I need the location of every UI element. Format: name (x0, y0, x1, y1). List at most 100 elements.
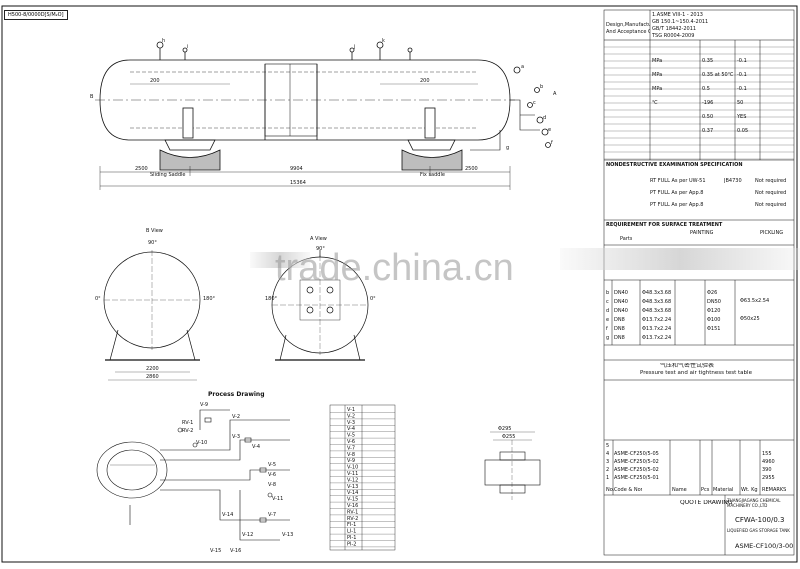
nozzle-top-4 (376, 41, 384, 49)
nde-title: NONDESTRUCTIVE EXAMINATION SPECIFICATION (606, 162, 743, 168)
nozzle-row-id: e (606, 317, 610, 323)
drawing-description: LIQUEFIED GAS STORAGE TANK (727, 528, 790, 533)
nozzle-label-i: i (187, 44, 188, 50)
saddle-left (164, 139, 216, 151)
valve-table-row: V-8 (347, 452, 355, 458)
view-mark-a: A (553, 91, 557, 97)
nozzle-label-k: k (382, 38, 385, 44)
nozzle-row-flange: Φ26 (707, 290, 718, 296)
nozzle-right-value: Φ63.5x2.54 (740, 298, 770, 304)
valve-table-row: V-1 (347, 407, 355, 413)
process-valve-label: V-2 (232, 414, 240, 420)
model-number: CFWA-100/0.3 (735, 516, 785, 524)
process-valve-label: RV-1 (182, 420, 193, 426)
process-valve-label: V-6 (268, 472, 276, 478)
nozzle-row-dn: DN8 (614, 326, 625, 332)
a-view (271, 250, 369, 361)
process-valve-label: V-14 (222, 512, 233, 518)
nozzle-row-size: Φ48.3x3.68 (642, 308, 672, 314)
valve-table-row: V-2 (347, 413, 355, 419)
b-view-angle-right: 180° (203, 296, 216, 302)
spec-value-1: 0.35 (702, 58, 714, 64)
nozzle-label-c: c (533, 100, 536, 106)
saddle-left-label: Sliding Saddle (150, 172, 186, 178)
spec-value-2: -0.1 (737, 86, 747, 92)
saddle-right-post (424, 107, 436, 139)
dim-2500-left: 2500 (135, 166, 148, 172)
spec-value-2: YES (737, 114, 747, 120)
nozzle-row-id: d (606, 308, 610, 314)
spec-header-2: GB 150.1~150.4-2011 (652, 19, 709, 25)
nozzle-row-id: g (606, 335, 610, 341)
parts-row-no: 4 (606, 451, 610, 457)
process-tank (96, 441, 168, 499)
flange-detail (484, 431, 541, 500)
spec-unit: ℃ (652, 100, 658, 106)
dim-total: 15364 (290, 180, 306, 186)
flange-body (484, 459, 541, 486)
parts-row-weight: 390 (762, 467, 772, 473)
nde-status: Not required (755, 190, 787, 196)
drawing-number: ASME-CF100/3-00 (735, 542, 794, 550)
valve-table-row: V-10 (347, 465, 358, 471)
parts-row-weight: 2955 (762, 475, 775, 481)
saddle-right-label: Fix saddle (420, 172, 445, 178)
process-valve-label: V-10 (196, 440, 207, 446)
valve-table-row: V-13 (347, 484, 358, 490)
nozzle-row-flange: Φ100 (707, 317, 721, 323)
flange-dim-1: Φ295 (498, 426, 511, 432)
valve-table-row: V-7 (347, 445, 355, 451)
b-view (103, 250, 201, 381)
nozzle-label-e: e (548, 127, 551, 133)
spec-value-1: -196 (702, 100, 714, 106)
saddle-right (407, 139, 456, 151)
valve-table-row: V-6 (347, 439, 355, 445)
saddle-left-post (182, 107, 194, 139)
nozzle-row-dn: DN8 (614, 335, 625, 341)
a-view-angle-left: 180° (265, 296, 278, 302)
foundation-left (159, 149, 221, 171)
nozzle-row-dn: DN8 (614, 317, 625, 323)
view-mark-b: B (90, 94, 94, 100)
quote-drawing-label: QUOTE DRAWING (680, 500, 733, 506)
spec-header-1: 1.ASME VIII-1 - 2013 (652, 12, 703, 18)
process-diagram (96, 409, 290, 541)
nozzle-row-size: Φ13.7x2.24 (642, 335, 672, 341)
valve-table-row: V-3 (347, 420, 355, 426)
b-view-saddle (109, 329, 196, 361)
nozzle-label-b: b (540, 84, 543, 90)
tank-shell (99, 59, 511, 141)
process-valve-label: V-13 (282, 532, 293, 538)
nozzle-row-dn: DN40 (614, 290, 628, 296)
painting-label: PAINTING (690, 230, 714, 236)
nozzle-label-f: f (551, 140, 553, 146)
spec-header-3: GB/T 18442-2011 (652, 26, 697, 32)
company-name: ZHANGJIAGANG CHEMICAL MACHINERY CO.,LTD (727, 498, 781, 508)
surface-title: REQUIREMENT FOR SURFACE TREATMENT (606, 222, 723, 228)
pressure-test-title: 气压和气密性试验表 (660, 363, 715, 369)
spec-header-4: TSG R0004-2009 (652, 33, 695, 39)
spec-design-label: Design,Manufacture,Test (606, 22, 650, 28)
nde-method: RT FULL As per UW-51 (650, 178, 706, 184)
nde-method: PT FULL As per App.8 (650, 190, 704, 196)
valve-table-row: RV-1 (347, 509, 358, 515)
spec-table-grid (603, 9, 795, 556)
foundation-right (401, 149, 463, 171)
nozzle-top-5 (407, 47, 413, 53)
nozzle-row-size: Φ13.7x2.24 (642, 317, 672, 323)
process-valve-label: RV-2 (182, 428, 193, 434)
spec-value-1: 0.35 at 50℃ (702, 72, 734, 78)
spec-unit: MPa (652, 72, 663, 78)
nozzle-top-2 (182, 47, 188, 53)
process-valve-label: V-9 (200, 402, 208, 408)
nozzle-label-g: g (506, 145, 509, 151)
valve-table-row: V-4 (347, 426, 355, 432)
valve-table-row: PI-2 (347, 541, 356, 547)
valve-table-row: LI-1 (347, 529, 356, 535)
a-view-title: A View (310, 236, 327, 242)
b-view-title: B View (146, 228, 163, 234)
nozzle-label-d: d (543, 115, 546, 121)
nozzle-row-dn: DN40 (614, 308, 628, 314)
